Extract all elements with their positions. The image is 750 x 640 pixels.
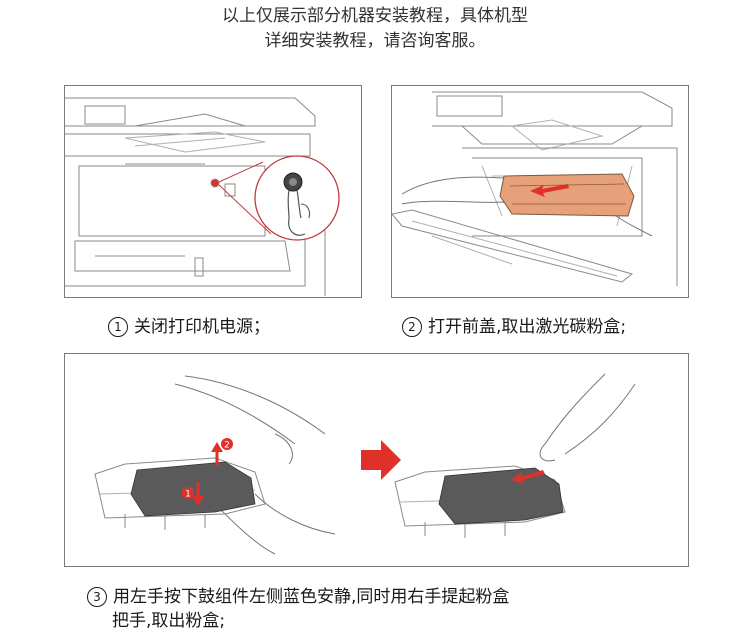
step-3-text-2: 把手,取出粉盒;: [112, 611, 226, 631]
toner-right: [438, 467, 564, 525]
zoom-circle: [254, 155, 340, 241]
step-3-caption-line-2: 把手,取出粉盒;: [112, 609, 225, 633]
step-3-caption: 3 用左手按下鼓组件左侧蓝色安静,同时用右手提起粉盒: [87, 585, 509, 609]
badge-down-number: 1: [185, 490, 191, 500]
step-1-number: 1: [108, 317, 128, 337]
separate-toner-drawing: 2 1: [94, 373, 636, 555]
badge-up: [221, 438, 233, 450]
step-2-number: 2: [402, 317, 422, 337]
step-2-caption: 2 打开前盖,取出激光碳粉盒;: [402, 315, 626, 339]
power-button-dot: [210, 178, 220, 188]
printer-power-drawing: [65, 97, 340, 296]
toner-left: [130, 461, 256, 517]
badge-down: [182, 487, 194, 499]
step-3-number: 3: [87, 587, 107, 607]
toner-cartridge: [499, 173, 635, 217]
step-3-text: 用左手按下鼓组件左侧蓝色安静,同时用右手提起粉盒: [113, 587, 510, 607]
intro-line-1: 以上仅展示部分机器安装教程，具体机型: [222, 6, 528, 26]
illustration-separate-toner: 2 1: [64, 353, 689, 567]
step-2-text: 打开前盖,取出激光碳粉盒;: [428, 317, 627, 337]
badge-up-number: 2: [224, 441, 230, 451]
illustration-remove-toner: [391, 85, 689, 298]
lift-arrow: [511, 470, 545, 484]
step-1-text: 关闭打印机电源；: [134, 317, 270, 337]
illustration-power-off: [64, 85, 362, 298]
step-1-caption: 1 关闭打印机电源；: [108, 315, 270, 339]
intro-line-2: 详细安装教程，请咨询客服。: [264, 31, 486, 51]
open-cover-drawing: [392, 91, 678, 286]
pull-arrow: [530, 184, 569, 197]
intro-text: 以上仅展示部分机器安装教程，具体机型 详细安装教程，请咨询客服。: [0, 4, 750, 54]
next-step-arrow: [361, 440, 401, 480]
